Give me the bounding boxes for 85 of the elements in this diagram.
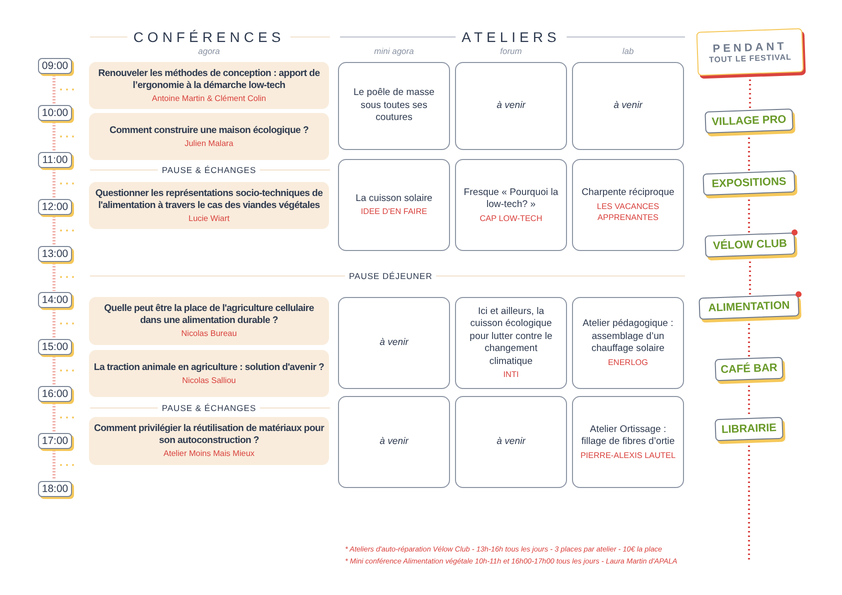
activity-badge: LIBRAIRIE <box>714 416 784 442</box>
workshop-card <box>338 396 450 488</box>
break-label: PAUSE & ÉCHANGES <box>158 403 260 413</box>
workshop-card <box>572 62 684 150</box>
time-badge: 12:00 <box>38 199 72 215</box>
activity-badge: VILLAGE PRO <box>704 108 794 134</box>
workshop-card <box>338 297 450 389</box>
dotted-connector <box>52 169 56 198</box>
dotted-connector <box>52 309 56 338</box>
workshop-card <box>338 159 450 251</box>
workshop-title: à venir <box>496 100 526 112</box>
activity-badge: CAFÉ BAR <box>714 356 784 382</box>
workshop-card <box>455 62 567 150</box>
workshop-title: Charpente réciproque <box>582 187 674 200</box>
speaker-name: Atelier Moins Mais Mieux <box>164 448 254 459</box>
festival-badge <box>696 28 804 76</box>
talk-card <box>89 62 329 109</box>
workshop-title: Fresque « Pourquoi la low-tech? » <box>462 186 560 212</box>
talk-title: Renouveler les méthodes de conception : apport de l’ergonomie à la démarche low-tech <box>97 68 321 92</box>
time-badge: 16:00 <box>38 386 72 402</box>
dotted-connector <box>52 263 56 291</box>
workshop-title: à venir <box>496 436 526 448</box>
time-badge: 13:00 <box>38 246 72 262</box>
section-heading: CONFÉRENCES <box>127 29 291 45</box>
time-badge: 17:00 <box>38 433 72 449</box>
speaker-name: Lucie Wiart <box>188 212 230 224</box>
time-badge: 10:00 <box>38 105 72 121</box>
speaker-name: Antoine Martin & Clément Colin <box>152 92 266 104</box>
dotted-connector <box>52 403 56 432</box>
speaker-name: Nicolas Salliou <box>182 374 236 386</box>
speaker-name: LES VACANCES APPRENANTES <box>596 200 660 223</box>
room-label: agora <box>198 46 220 56</box>
break-label: PAUSE & ÉCHANGES <box>158 165 260 175</box>
badge-text: PENDANT <box>712 40 788 55</box>
speaker-name: Nicolas Bureau <box>181 328 237 339</box>
workshop-card <box>455 159 567 251</box>
workshop-title: à venir <box>380 336 408 350</box>
dotted-connector <box>52 450 56 480</box>
talk-card <box>89 417 329 465</box>
talk-title: Questionner les représentations socio-techniques de l'alimentation à travers le cas des viandes végétales <box>94 188 324 212</box>
time-badge: 14:00 <box>38 292 72 308</box>
talk-card <box>89 182 329 229</box>
dotted-connector <box>52 356 56 385</box>
room-label: forum <box>500 46 522 56</box>
workshop-title: Atelier Ortissage : fillage de fibres d’ortie <box>580 424 676 448</box>
talk-card <box>89 297 329 345</box>
talk-card <box>89 113 329 160</box>
workshop-title: Ici et ailleurs, la cuisson écologique pour lutter contre le changement climatique <box>468 306 554 368</box>
workshop-card <box>338 62 450 150</box>
speaker-name: IDEE D'EN FAIRE <box>360 206 428 218</box>
dotted-connector <box>52 216 56 245</box>
time-badge: 09:00 <box>38 58 72 74</box>
workshop-card <box>572 396 684 488</box>
speaker-name: Julien Malara <box>184 138 234 148</box>
activity-badge: VÉLOW CLUB <box>704 232 796 258</box>
break-label: PAUSE DÉJEUNER <box>345 271 436 281</box>
workshop-card <box>455 297 567 389</box>
workshop-card <box>455 396 567 488</box>
talk-title: La traction animale en agriculture : solution d'avenir ? <box>94 362 324 374</box>
badge-text: TOUT LE FESTIVAL <box>708 52 792 64</box>
speaker-name: PIERRE-ALEXIS LAUTEL <box>580 450 676 460</box>
speaker-name: CAP LOW-TECH <box>480 212 542 224</box>
talk-title: Quelle peut être la place de l'agriculture cellulaire dans une alimentation durable ? <box>103 303 315 327</box>
workshop-card <box>572 159 684 251</box>
workshop-card <box>572 297 684 389</box>
talk-card <box>89 350 329 397</box>
workshop-title: La cuisson solaire <box>356 192 432 206</box>
room-label: mini agora <box>374 46 414 56</box>
workshop-title: Le poêle de masse sous toutes ses coutures <box>352 87 436 125</box>
time-badge: 18:00 <box>38 481 72 497</box>
speaker-name: INTI <box>503 369 519 380</box>
workshop-title: à venir <box>614 100 642 112</box>
activity-badge: EXPOSITIONS <box>702 170 796 196</box>
dotted-connector <box>52 75 56 104</box>
activity-badge: ALIMENTATION <box>698 294 800 320</box>
workshop-title: à venir <box>380 436 408 448</box>
talk-title: Comment privilégier la réutilisation de matériaux pour son autoconstruction ? <box>93 423 325 447</box>
time-badge: 15:00 <box>38 339 72 355</box>
section-heading: ATELIERS <box>456 29 566 45</box>
room-label: lab <box>622 46 634 56</box>
time-badge: 11:00 <box>38 152 72 168</box>
speaker-name: ENERLOG <box>608 356 648 368</box>
talk-title: Comment construire une maison écologique ? <box>109 124 309 136</box>
workshop-title: Atelier pédagogique : assemblage d’un chauffage solaire <box>582 318 674 356</box>
dotted-connector <box>52 122 56 151</box>
